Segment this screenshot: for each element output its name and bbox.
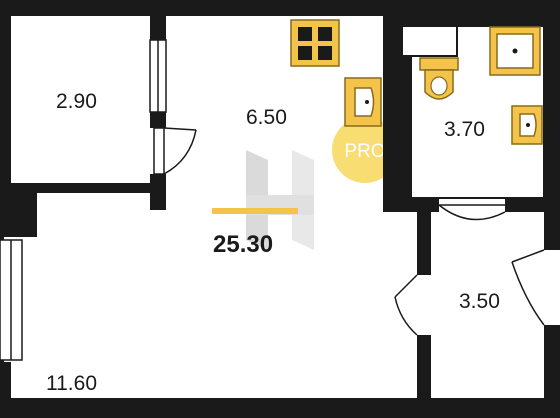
room-area-hall: 3.50 [459,290,500,313]
shower-tray-icon [489,26,541,76]
room-area-storage: 2.90 [56,90,97,113]
room-area-living: 11.60 [46,372,97,395]
pro-badge: PRO [332,117,398,183]
pro-badge-text: PRO [344,141,385,162]
kitchen-sink-icon [344,77,382,127]
washbasin-icon [511,105,543,145]
room-area-kitchen: 6.50 [246,106,287,129]
bathroom-niche [401,25,458,57]
room-area-bathroom: 3.70 [444,118,485,141]
bathroom-outline [401,25,545,199]
total-underline [212,208,298,214]
toilet-icon [419,57,459,100]
total-area: 25.30 [213,231,273,258]
stove-icon [290,19,340,67]
windows [0,239,23,361]
doors [149,39,545,336]
